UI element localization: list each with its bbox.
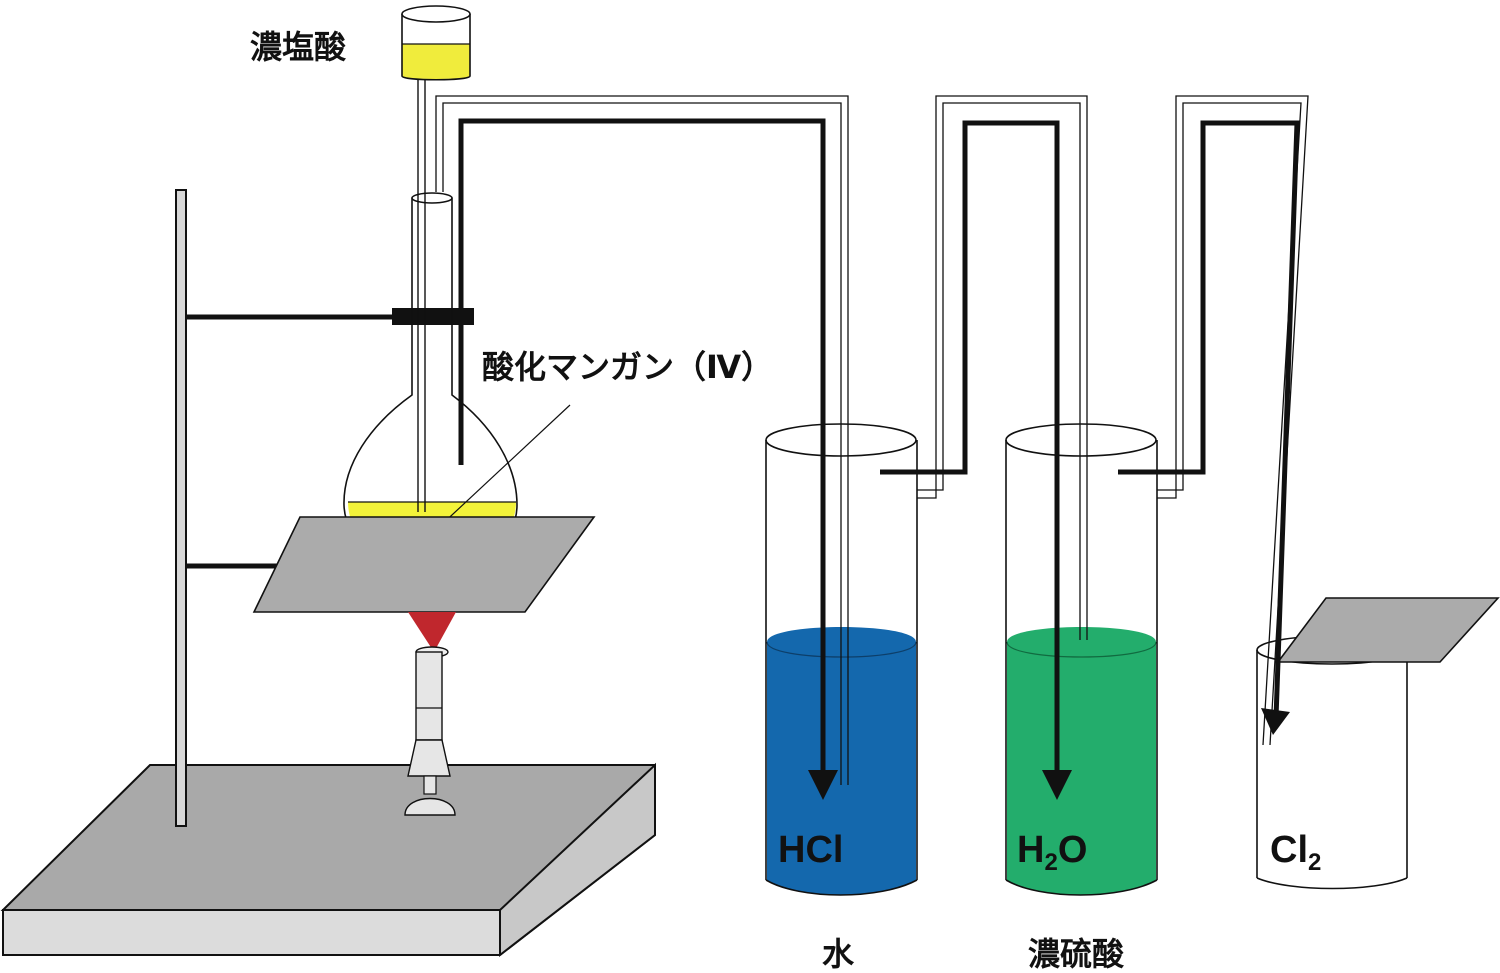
burner-foot: [404, 797, 456, 816]
burner-neck: [423, 775, 437, 795]
burner-barrel: [415, 651, 443, 741]
gas-label-hcl: HCl: [778, 829, 843, 871]
funnel-top: [401, 5, 471, 23]
label-mno2: 酸化マンガン（Ⅳ）: [482, 348, 773, 386]
burner-flame: [408, 612, 456, 652]
cl2-sub: 2: [1308, 849, 1321, 876]
mno2-leader-line: [437, 404, 571, 529]
stand-base-front: [499, 762, 656, 958]
tube1-outer: [435, 95, 849, 785]
wire-gauze: [252, 516, 596, 613]
flow-line-2: [880, 120, 1060, 775]
arrowhead-1: [808, 770, 838, 800]
arrowhead-3: [1261, 708, 1290, 735]
gas-collection-bottle: [1256, 597, 1500, 890]
sulfuric-acid-trap-cylinder: [1005, 423, 1158, 896]
cylinder1-bottom: [765, 879, 918, 896]
burner-collar: [407, 739, 451, 777]
label-water: 水: [822, 935, 855, 973]
flow-line-1: [458, 118, 826, 775]
tube3-outer: [1157, 95, 1309, 746]
label-conc-h2so4: 濃硫酸: [1028, 935, 1125, 973]
h2so4-liquid: [1007, 627, 1156, 895]
gas-label-h2o: H2O: [1017, 829, 1087, 876]
cl2-cl: Cl: [1270, 829, 1308, 871]
arrowhead-2: [1042, 770, 1072, 800]
label-conc-hcl: 濃塩酸: [250, 28, 347, 66]
tube2-outer: [917, 95, 1088, 640]
arrowheads: [808, 708, 1290, 800]
bottle-bottom: [1256, 877, 1408, 890]
gas-burner: [404, 612, 456, 816]
flow-line-3: [1118, 120, 1300, 719]
flask-mouth: [411, 192, 453, 204]
cylinder2-rim: [1005, 423, 1157, 457]
h2so4-surface: [1006, 641, 1157, 658]
glass-lid: [1276, 597, 1500, 663]
funnel-body: [401, 14, 471, 81]
stand-rod: [175, 189, 187, 827]
dropping-funnel: [401, 5, 471, 512]
stand-base: [0, 762, 656, 958]
gas-flow-arrows: [458, 118, 1300, 775]
tube2-inner: [917, 102, 1081, 640]
h2o-o: O: [1058, 829, 1088, 871]
funnel-liquid: [402, 44, 470, 79]
h2o-sub: 2: [1044, 849, 1057, 876]
tube1-inner: [442, 102, 842, 785]
gas-label-cl2: Cl2: [1270, 829, 1321, 876]
cylinder2-bottom: [1005, 879, 1158, 896]
h2o-h: H: [1017, 829, 1044, 871]
